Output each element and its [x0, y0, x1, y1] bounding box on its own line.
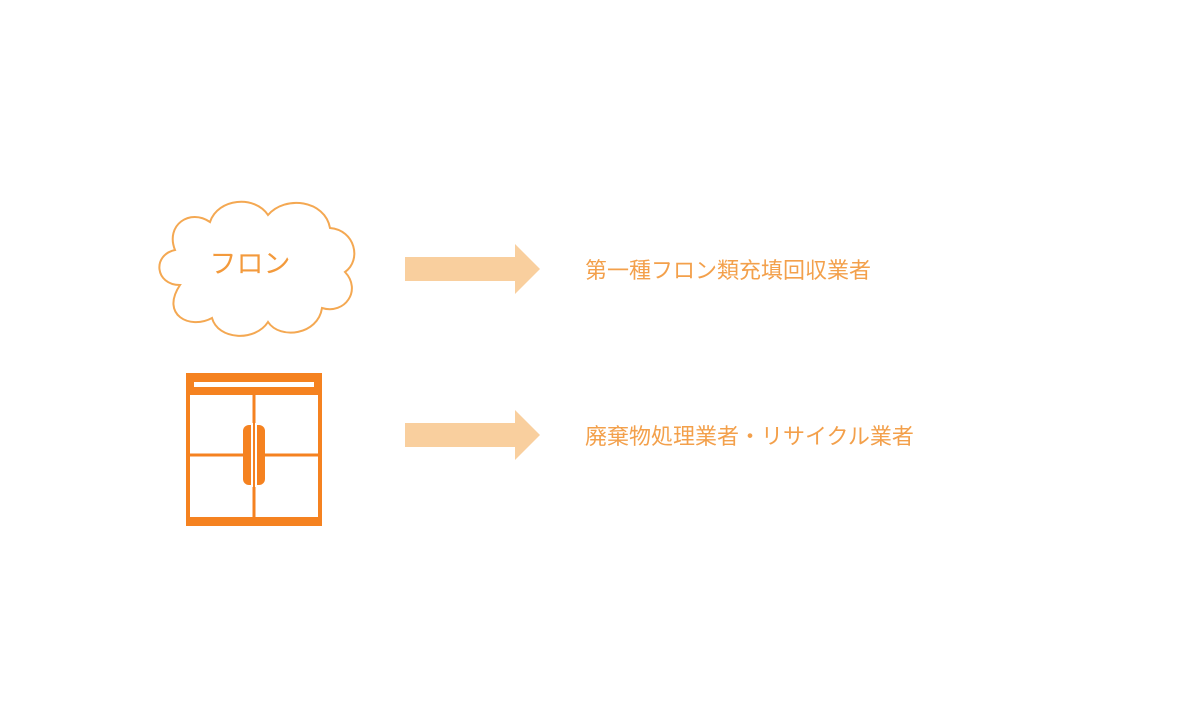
waste-recycling-operator-label: 廃棄物処理業者・リサイクル業者: [585, 425, 914, 450]
arrow-right-icon: [405, 244, 540, 294]
recovery-operator-label: 第一種フロン類充填回収業者: [585, 259, 872, 284]
arrow-right-icon: [405, 410, 540, 460]
cloud-label: フロン: [209, 249, 291, 280]
air-conditioner-unit: [186, 373, 322, 526]
air-conditioner-unit-icon: [186, 373, 322, 526]
cloud-icon: [158, 200, 356, 337]
freon-cloud: フロン: [150, 190, 365, 345]
